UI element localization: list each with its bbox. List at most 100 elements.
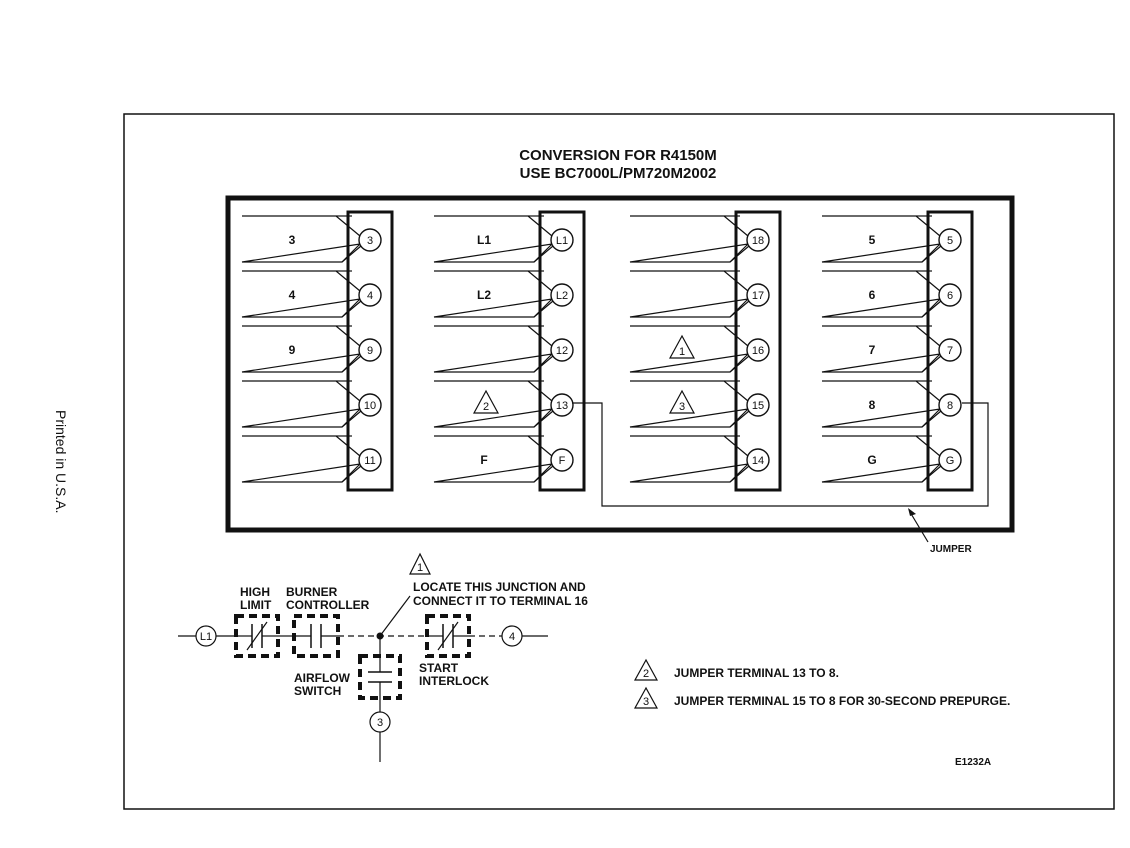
terminal-screw: [550, 393, 574, 417]
wire-label-tab: [821, 435, 942, 483]
schematic: L1 HIGH LIMIT BURNER CONTROLLER 1 LOCATE…: [178, 552, 588, 762]
terminal-number: 14: [752, 455, 764, 467]
terminal-row-14: 14: [629, 435, 770, 483]
terminal-3-label: 3: [377, 717, 383, 729]
wire-label: 8: [869, 398, 876, 412]
terminal-row-17: 17: [629, 270, 770, 318]
terminal-number: 18: [752, 235, 764, 247]
terminal-number: 17: [752, 290, 764, 302]
terminal-screw: [746, 448, 770, 472]
tab-lead: [729, 410, 750, 428]
wire-label: L1: [477, 233, 491, 247]
figure-code: E1232A: [955, 757, 991, 768]
terminal-row-16: 16 1: [629, 325, 770, 373]
note-2-triangle: [633, 658, 659, 681]
contact-slash: [246, 621, 268, 651]
tab-lead: [533, 245, 554, 263]
wire-label-tab: [241, 435, 362, 483]
terminal-row-11: 11: [241, 435, 382, 483]
burner-controller-label-1: BURNER: [286, 585, 338, 599]
note-3-text: JUMPER TERMINAL 15 TO 8 FOR 30-SECOND PR…: [674, 694, 1010, 708]
jumper-label: JUMPER: [930, 544, 972, 555]
terminal-number: G: [946, 455, 955, 467]
terminal-number: 3: [367, 235, 373, 247]
terminal-number: 6: [947, 290, 953, 302]
terminal-screw: [938, 283, 962, 307]
note-marker: 3: [679, 401, 685, 413]
note-triangle: [472, 389, 500, 414]
locate-text-1: LOCATE THIS JUNCTION AND: [413, 580, 586, 594]
notes: 2 JUMPER TERMINAL 13 TO 8. 3 JUMPER TERM…: [633, 658, 1010, 709]
terminal-row-15: 15 3: [629, 380, 770, 428]
tab-lead: [533, 465, 554, 483]
wire-label-tab: [629, 435, 750, 483]
tab-lead: [533, 300, 554, 318]
note-marker: 1: [679, 346, 685, 358]
tab-lead: [533, 410, 554, 428]
terminal-screw: [746, 228, 770, 252]
terminal-number: 4: [367, 290, 373, 302]
tab-lead: [341, 245, 362, 263]
terminal-number: F: [559, 455, 566, 467]
terminal-row-10: 10: [241, 380, 382, 428]
wire-label: 9: [289, 343, 296, 357]
terminal-screw: [550, 228, 574, 252]
wire-label-tab: [821, 380, 942, 428]
terminal-number: 10: [364, 400, 376, 412]
terminal-strip: [346, 210, 394, 492]
terminal-number: 15: [752, 400, 764, 412]
terminal-strip: [538, 210, 586, 492]
wire-label-tab: [821, 215, 942, 263]
terminal-screw: [358, 448, 382, 472]
terminal-number: 12: [556, 345, 568, 357]
title-line-2: USE BC7000L/PM720M2002: [520, 165, 717, 182]
tab-lead: [921, 245, 942, 263]
tab-lead: [341, 355, 362, 373]
tab-lead: [921, 300, 942, 318]
airflow-switch-label-2: SWITCH: [294, 684, 341, 698]
wire-label: 6: [869, 288, 876, 302]
terminal-number: 13: [556, 400, 568, 412]
tab-lead: [729, 245, 750, 263]
tab-lead: [533, 355, 554, 373]
terminal-number: 8: [947, 400, 953, 412]
high-limit-label-1: HIGH: [240, 585, 270, 599]
terminal-screw: [746, 283, 770, 307]
terminal-row-6: 66: [821, 270, 962, 318]
terminal-row-3: 33: [241, 215, 382, 263]
start-interlock-label-2: INTERLOCK: [419, 674, 489, 688]
note-3-triangle: [633, 686, 659, 709]
terminal-row-5: 55: [821, 215, 962, 263]
terminal-number: 16: [752, 345, 764, 357]
terminal-row-7: 77: [821, 325, 962, 373]
tab-lead: [341, 410, 362, 428]
terminal-screw: [358, 393, 382, 417]
terminal-screw: [938, 393, 962, 417]
wire-label-tab: [241, 270, 362, 318]
terminal-screw: [938, 228, 962, 252]
terminal-number: L2: [556, 290, 568, 302]
terminal-row-G: GG: [821, 435, 962, 483]
printed-in-usa-text: Printed in U.S.A.: [53, 410, 69, 514]
contact-slash: [437, 621, 459, 651]
tab-lead: [729, 465, 750, 483]
wire-label: F: [480, 453, 487, 467]
airflow-switch-label-1: AIRFLOW: [294, 671, 351, 685]
tab-lead: [341, 300, 362, 318]
tab-lead: [729, 300, 750, 318]
locate-text-2: CONNECT IT TO TERMINAL 16: [413, 594, 588, 608]
terminal-number: 5: [947, 235, 953, 247]
terminal-screw: [358, 228, 382, 252]
terminal-strip: [926, 210, 974, 492]
wire-label-tab: [433, 270, 554, 318]
terminal-screw: [746, 338, 770, 362]
terminal-row-F: FF: [433, 435, 574, 483]
wire-label: G: [867, 453, 876, 467]
note-triangle: [668, 334, 696, 359]
burner-controller-label-2: CONTROLLER: [286, 598, 370, 612]
wire-label-tab: [433, 325, 554, 373]
